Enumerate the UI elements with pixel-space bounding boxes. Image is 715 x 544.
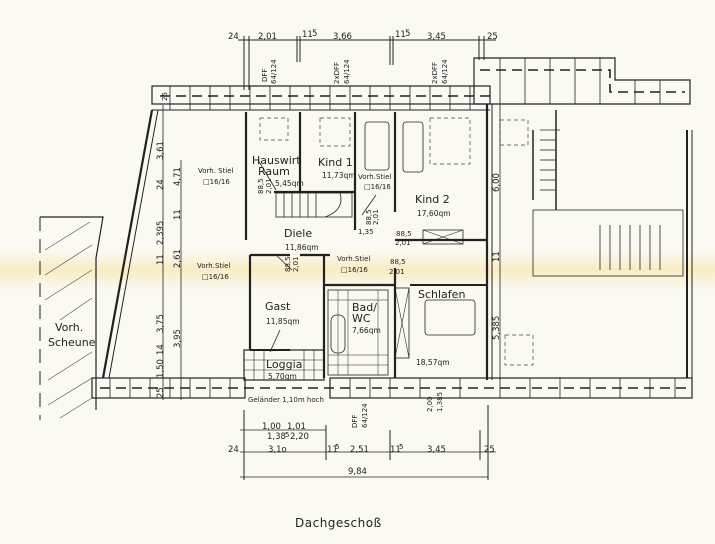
post-1-size: □16/16 (203, 178, 230, 186)
post-3-size: □16/16 (202, 273, 229, 281)
dim-left-inner-11: 11 (173, 209, 183, 220)
room-diele-name: Diele (284, 227, 313, 240)
room-hauswirt-line2: Raum (258, 165, 290, 178)
dim-top-25: 25 (487, 32, 498, 42)
main-staircase (275, 192, 353, 218)
room-loggia-area: 5,70qm (268, 372, 297, 381)
roof-eaves-top (151, 85, 491, 105)
door-2-height: 2,01 (372, 209, 380, 225)
room-kind1-area: 11,73qm (322, 171, 356, 180)
window-top-2-size: 64/124 (343, 59, 351, 84)
dim-left-261: 2,61 (173, 249, 183, 268)
bed-kind1 (364, 121, 390, 171)
dim-top-11: 11 (302, 30, 313, 40)
dim-bottom-11b: 11 (390, 445, 401, 455)
dim-top-5b: 5 (405, 29, 411, 39)
room-gast-name: Gast (265, 300, 291, 313)
dim-bottom-310: 3,1o (268, 445, 287, 455)
right-staircase (532, 110, 684, 277)
dim-bottom-5a: 5 (285, 431, 290, 439)
bathroom-tiles (327, 289, 389, 376)
dim-right-600: 6,00 (492, 173, 502, 192)
post-3-label: Vorh.Stiel (197, 262, 231, 270)
dim-left-361: 3,61 (156, 141, 166, 160)
dim-top-5: 5 (312, 29, 318, 39)
room-kind2-area: 17,60qm (417, 209, 451, 218)
room-bad-line1: Bad/ (352, 301, 377, 314)
bathtub (330, 314, 346, 354)
dim-left-471: 4,71 (173, 167, 183, 186)
room-diele-area: 11,86qm (285, 243, 319, 252)
room-kind1-name: Kind 1 (318, 156, 353, 169)
post-2-label: Vorh.Stiel (358, 173, 392, 181)
loggia-floor (243, 349, 325, 381)
dim-left-25: 25 (156, 387, 166, 398)
dim-top-24: 24 (228, 32, 239, 42)
bed-kind2 (402, 121, 424, 173)
room-hauswirt-line1: Hauswirt (252, 154, 301, 167)
door-5-height: 2,01 (292, 256, 300, 272)
dim-left-395: 3,95 (173, 329, 183, 348)
room-bad-area: 7,66qm (352, 326, 381, 335)
dim-bottom-220: 2,20 (290, 432, 309, 442)
dim-top-345: 3,45 (427, 32, 446, 42)
room-hauswirt-area: 5,45qm (275, 179, 304, 188)
dim-right-11: 11 (492, 251, 502, 262)
dim-bottom-138: 1,38 (267, 432, 286, 442)
post-1-label: Vorh. Stiel (198, 167, 234, 175)
dim-top-11b: 11 (395, 30, 406, 40)
wardrobe-kind2 (422, 229, 464, 245)
dim-bottom-251: 2,51 (350, 445, 369, 455)
door-3-width: 88,5 (396, 230, 412, 238)
roof-eaves-right (473, 57, 691, 105)
window-bottom-size: 64/124 (361, 403, 369, 428)
dim-bottom-345: 3,45 (427, 445, 446, 455)
stair-offset-label: 1,35 (358, 228, 374, 236)
door-4-width: 88,5 (390, 258, 406, 266)
post-2-size: □16/16 (364, 183, 391, 191)
dim-left-24: 24 (156, 179, 166, 190)
dim-bottom-11: 11 (327, 445, 338, 455)
dim-bottom-24: 24 (228, 445, 239, 455)
dim-bottom-25: 25 (484, 445, 495, 455)
bed-schlafen (424, 299, 476, 336)
dim-left-11: 11 (156, 254, 166, 265)
barn-label-line1: Vorh. (55, 321, 84, 334)
post-4-size: □16/16 (341, 266, 368, 274)
bottom-opening-height: 1,385 (436, 391, 444, 412)
door-3-height: 2,01 (395, 239, 411, 247)
dim-bottom-5: 5 (335, 443, 340, 451)
dim-bottom-5b: 5 (399, 443, 404, 451)
railing-note: Geländer 1,10m hoch (248, 396, 324, 404)
dim-left-150: 1,50 (156, 359, 166, 378)
drawing-title: Dachgeschoß (295, 516, 382, 530)
dim-left-375: 3,75 (156, 314, 166, 333)
window-top-3-size: 64/124 (441, 59, 449, 84)
door-4-height: 2,01 (389, 268, 405, 276)
barn-label-line2: Scheune (48, 336, 96, 349)
room-kind2-name: Kind 2 (415, 193, 450, 206)
sloped-wall-left (101, 109, 154, 379)
existing-barn-outline (40, 216, 104, 410)
post-4-label: Vorh.Stiel (337, 255, 371, 263)
dim-top-201: 2,01 (258, 32, 277, 42)
window-top-1-size: 64/124 (270, 59, 278, 84)
dim-bottom-100: 1,00 (262, 422, 281, 432)
dim-top-366: 3,66 (333, 32, 352, 42)
dim-bottom-101: 1,01 (287, 422, 306, 432)
wardrobe-schlafen (394, 287, 410, 359)
dim-right-5385: 5,385 (492, 315, 502, 340)
door-1-height: 2,01 (265, 178, 273, 194)
room-loggia-name: Loggia (266, 358, 303, 371)
roof-offset-label: 25 (161, 92, 169, 101)
room-schlafen-area: 18,57qm (416, 358, 450, 367)
dim-left-2395: 2,395 (156, 220, 166, 245)
dim-bottom-total: 9,84 (348, 467, 367, 477)
room-schlafen-name: Schlafen (418, 288, 466, 301)
dim-left-14: 14 (156, 344, 166, 355)
room-bad-line2: WC (352, 312, 371, 325)
room-gast-area: 11,85qm (266, 317, 300, 326)
